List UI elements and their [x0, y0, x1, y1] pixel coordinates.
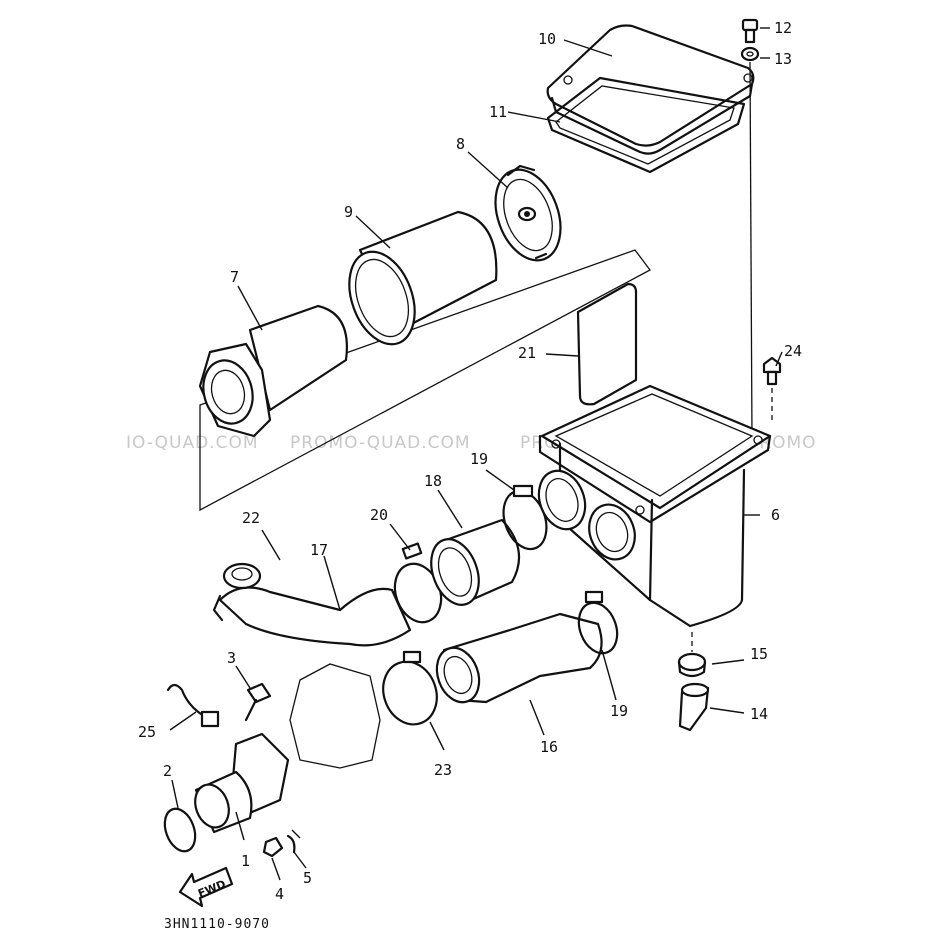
callout-7: 7 — [230, 268, 239, 286]
part-11-gasket — [546, 76, 746, 174]
callout-18: 18 — [424, 472, 442, 490]
callout-11: 11 — [489, 103, 507, 121]
part-25-sensor — [166, 683, 220, 728]
callout-16: 16 — [540, 738, 558, 756]
callout-2: 2 — [163, 762, 172, 780]
callout-12: 12 — [774, 19, 792, 37]
part-15-grommet — [677, 652, 707, 678]
part-3-bolt — [244, 682, 272, 722]
alignment-line-right — [749, 61, 753, 441]
callout-5: 5 — [303, 869, 312, 887]
callout-24: 24 — [784, 342, 802, 360]
part-21-plate — [576, 282, 638, 406]
part-1-carb-joint — [194, 732, 290, 834]
callout-3: 3 — [227, 649, 236, 667]
callout-1: 1 — [241, 852, 250, 870]
callout-17: 17 — [310, 541, 328, 559]
part-5-washer — [286, 829, 301, 854]
callout-15: 15 — [750, 645, 768, 663]
airbox-inlet-upper — [537, 469, 587, 531]
assembly-outline — [199, 249, 651, 512]
part-12-bolt — [741, 18, 759, 44]
part-7-filter-element — [198, 304, 348, 438]
part-23-clamp — [382, 650, 438, 726]
engine-casting-outline — [289, 663, 381, 769]
callout-25: 25 — [138, 723, 156, 741]
part-13-washer — [740, 46, 760, 62]
callout-14: 14 — [750, 705, 768, 723]
part-17-intake-duct — [212, 562, 412, 647]
fwd-arrow: FWD — [178, 866, 234, 908]
watermark-left: IO-QUAD.COM — [126, 433, 259, 453]
part-6-airbox-case — [538, 384, 772, 628]
part-2-cap — [163, 807, 197, 853]
part-9-filter-sleeve — [348, 210, 498, 346]
part-19-clamp-lower — [577, 590, 619, 655]
callout-13: 13 — [774, 50, 792, 68]
leader-lines — [169, 27, 783, 881]
part-14-drain — [678, 682, 710, 732]
callout-22: 22 — [242, 509, 260, 527]
part-10-cover — [546, 24, 755, 155]
callout-23: 23 — [434, 761, 452, 779]
watermark-center: PROMO-QUAD.COM — [290, 433, 471, 453]
drawing-code: 3HN1110-9070 — [164, 917, 270, 932]
callout-19-upper: 19 — [470, 450, 488, 468]
airbox-inlet-lower — [588, 503, 636, 561]
part-16-hose — [435, 612, 603, 704]
callout-labels: 1 2 3 4 5 6 7 8 9 10 11 12 13 14 15 16 1… — [138, 19, 802, 903]
callout-10: 10 — [538, 30, 556, 48]
part-8-end-cap — [494, 164, 562, 262]
callout-19-lower: 19 — [610, 702, 628, 720]
part-4-nut — [262, 836, 284, 858]
callout-20: 20 — [370, 506, 388, 524]
callout-4: 4 — [275, 885, 284, 903]
callout-21: 21 — [518, 344, 536, 362]
callout-6: 6 — [771, 506, 780, 524]
part-18-coupler — [430, 518, 521, 606]
callout-8: 8 — [456, 135, 465, 153]
part-24-bolt — [762, 356, 782, 420]
callout-9: 9 — [344, 203, 353, 221]
